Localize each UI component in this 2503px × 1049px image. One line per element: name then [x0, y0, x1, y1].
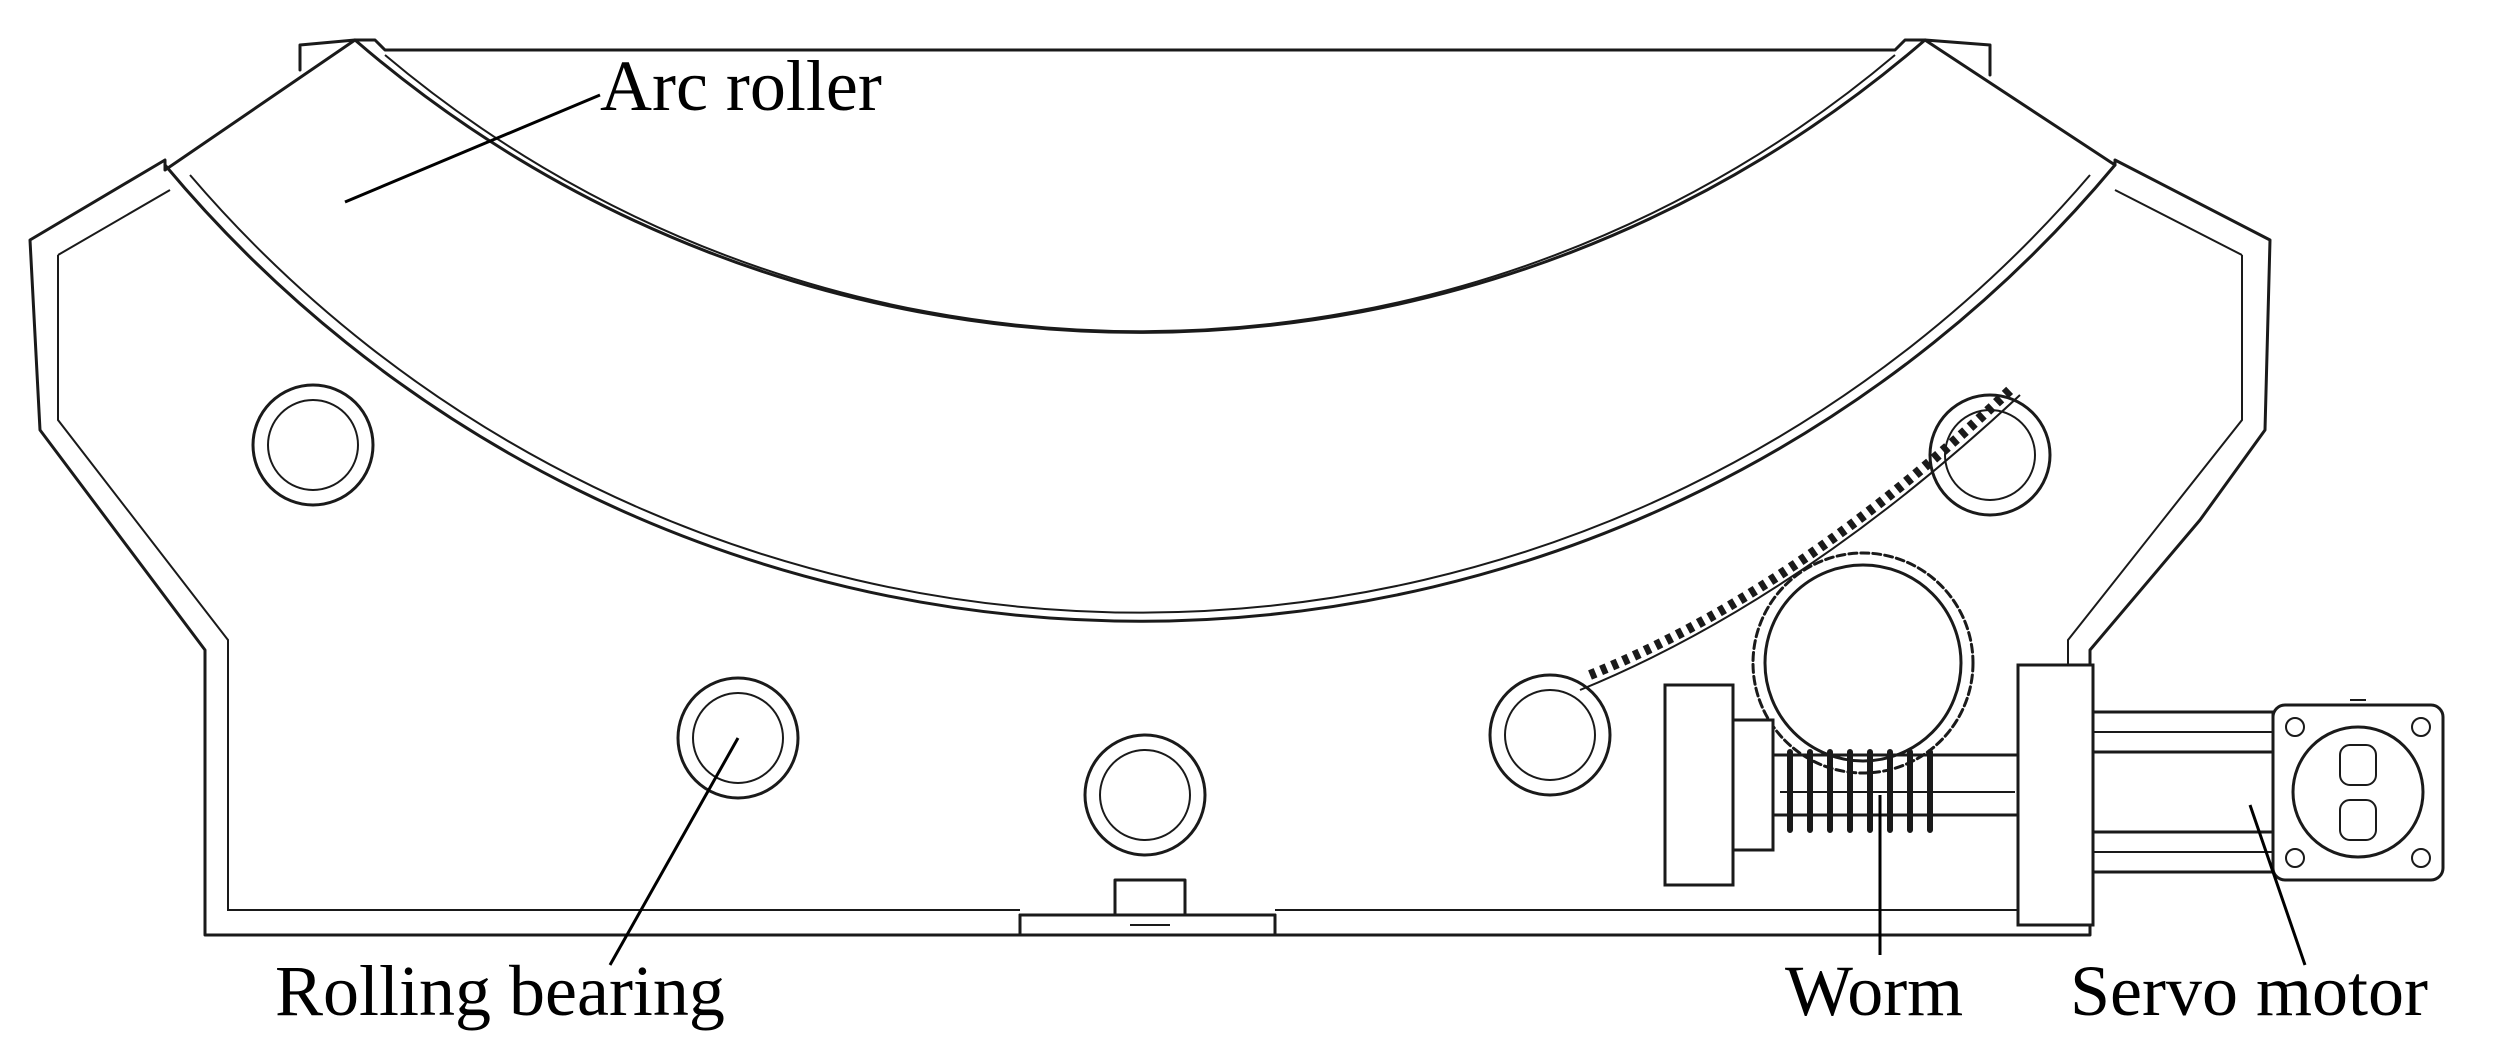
bottom-center-plate [1018, 878, 1277, 937]
label-rolling-bearing: Rolling bearing [275, 951, 725, 1031]
leader-servo-motor [2248, 804, 2307, 966]
bearing-center [1083, 733, 1207, 857]
bearing-left-upper [251, 383, 375, 507]
worm-wheel [1751, 551, 1975, 775]
leader-arc-roller [344, 93, 601, 204]
worm-assembly [1663, 663, 2095, 927]
label-worm: Worm [1785, 951, 1963, 1031]
bearing-right-lower [1488, 673, 1612, 797]
leader-lines [344, 93, 2307, 966]
leader-rolling-bearing [608, 737, 740, 966]
label-arc-roller: Arc roller [600, 46, 882, 126]
bearing-left-lower [676, 676, 800, 800]
bearing-right-upper [1928, 393, 2052, 517]
housing-frame [28, 38, 2272, 937]
arc-roller [163, 38, 2117, 623]
label-servo-motor: Servo motor [2070, 951, 2428, 1031]
servo-motor [2091, 699, 2445, 882]
worm-thread [1787, 749, 1933, 833]
